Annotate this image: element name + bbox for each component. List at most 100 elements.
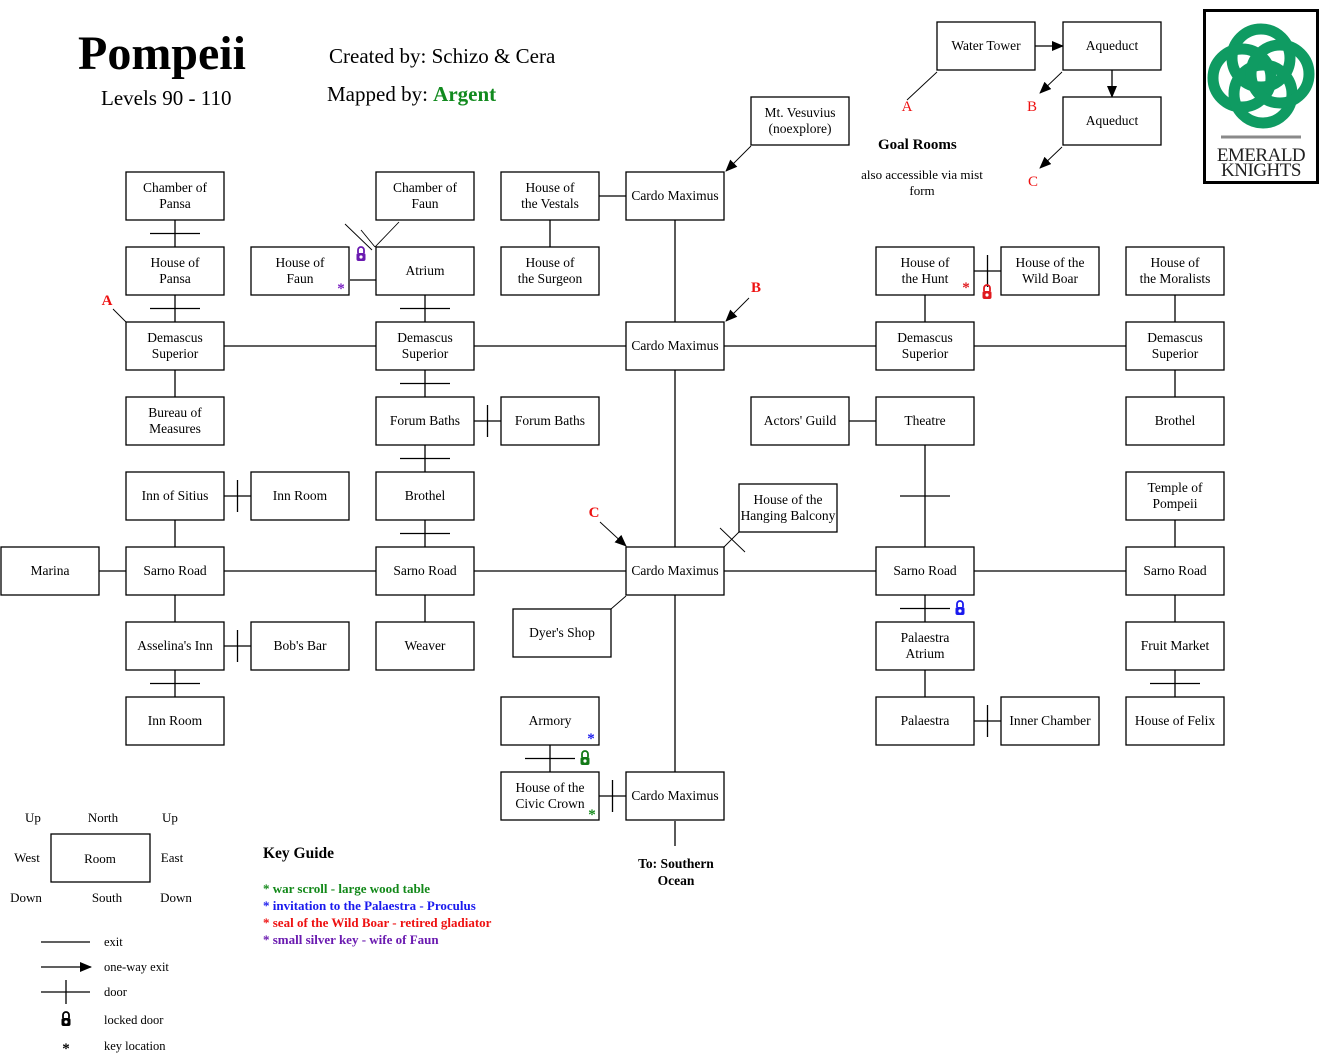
room-label: Atrium (906, 646, 945, 661)
room-label: House of (1150, 255, 1200, 270)
room-label: (noexplore) (769, 121, 832, 136)
room-box (625, 771, 725, 821)
room-label: Brothel (1155, 413, 1196, 428)
lock-icon (356, 246, 366, 261)
room-box (375, 621, 475, 671)
room-box (875, 246, 975, 296)
room-label: Palaestra (901, 630, 950, 645)
page-title: Pompeii (78, 27, 246, 80)
room-forum-baths-1: Forum Baths (375, 396, 475, 446)
key-location-icon: * (588, 807, 596, 823)
room-label: Inn of Sitius (142, 488, 209, 503)
exit-marker-a: A (102, 293, 127, 323)
legend-label: locked door (104, 1013, 164, 1027)
room-label: House of the (516, 780, 585, 795)
room-box (1125, 396, 1225, 446)
legend-door-cross (41, 980, 90, 1004)
room-box (125, 471, 225, 521)
room-label: Pansa (159, 271, 191, 286)
door-marker (719, 527, 746, 553)
legend-lock (61, 1011, 71, 1026)
room-box (1062, 21, 1162, 71)
logo-line-2: KNIGHTS (1221, 160, 1301, 181)
legend-label: exit (104, 935, 123, 949)
logo-line-1: EMERALD (1216, 145, 1306, 166)
compass-east: East (161, 850, 184, 865)
room-label: Demascus (897, 330, 952, 345)
exit-marker-c: C (589, 505, 627, 547)
room-box (375, 546, 475, 596)
room-box (375, 171, 475, 221)
legend-label: door (104, 985, 128, 999)
room-inn-room-1: Inn Room (250, 471, 350, 521)
room-box (250, 246, 350, 296)
room-label: the Vestals (521, 196, 579, 211)
room-box (125, 546, 225, 596)
key-guide-item: * war scroll - large wood table (263, 881, 431, 896)
room-actors-guild: Actors' Guild (750, 396, 850, 446)
room-label: Weaver (405, 638, 446, 653)
key-location-icon: * (587, 731, 595, 747)
room-sarno-road-4: Sarno Road (1125, 546, 1225, 596)
room-label: Sarno Road (1143, 563, 1207, 578)
room-box (1125, 471, 1225, 521)
room-box (375, 471, 475, 521)
level-range: Levels 90 - 110 (101, 86, 232, 110)
room-box (936, 21, 1036, 71)
compass-up-left: Up (25, 810, 41, 825)
room-marina: Marina (0, 546, 100, 596)
room-label: Asselina's Inn (137, 638, 213, 653)
room-weaver: Weaver (375, 621, 475, 671)
room-label: Armory (529, 713, 572, 728)
room-label: Sarno Road (393, 563, 457, 578)
mapped-by: Mapped by: Argent (327, 82, 496, 107)
room-aqueduct-2: Aqueduct (1062, 96, 1162, 146)
room-label: Civic Crown (515, 796, 585, 811)
room-box (1125, 621, 1225, 671)
created-by: Created by: Schizo & Cera (329, 44, 556, 68)
room-label: Pansa (159, 196, 191, 211)
goal-exit-letter: C (1028, 174, 1038, 190)
room-label: Mt. Vesuvius (764, 105, 835, 120)
room-box (625, 546, 725, 596)
room-box (250, 471, 350, 521)
legend-asterisk: * (62, 1041, 70, 1057)
room-sarno-road-2: Sarno Road (375, 546, 475, 596)
room-label: Theatre (904, 413, 945, 428)
room-inner-chamber: Inner Chamber (1000, 696, 1100, 746)
room-label: Actors' Guild (764, 413, 837, 428)
room-box (500, 396, 600, 446)
key-location-icon: * (337, 281, 345, 297)
room-box (875, 696, 975, 746)
lock-icon (982, 284, 992, 299)
room-box (375, 396, 475, 446)
legend-label: key location (104, 1039, 166, 1053)
goal-exit-letter: B (1027, 99, 1037, 115)
room-label: Cardo Maximus (631, 188, 718, 203)
room-cardo-maximus-3: Cardo Maximus (625, 546, 725, 596)
room-label: Water Tower (951, 38, 1021, 53)
room-label: Hanging Balcony (741, 508, 836, 523)
room-box (1125, 246, 1225, 296)
one-way-exit (725, 145, 752, 172)
room-label: House of (900, 255, 950, 270)
room-label: Superior (152, 346, 199, 361)
mapped-by-label: Mapped by: (327, 82, 428, 106)
room-label: Chamber of (143, 180, 208, 195)
room-box (125, 321, 225, 371)
room-box (875, 396, 975, 446)
room-label: Faun (412, 196, 439, 211)
room-label: Atrium (406, 263, 445, 278)
compass-down-right: Down (160, 890, 192, 905)
room-label: House of the (1016, 255, 1085, 270)
exit-line (374, 221, 400, 248)
exit-marker-b: B (725, 280, 761, 322)
compass-south: South (92, 890, 123, 905)
room-box (250, 621, 350, 671)
room-label: Faun (287, 271, 314, 286)
room-fruit-market: Fruit Market (1125, 621, 1225, 671)
